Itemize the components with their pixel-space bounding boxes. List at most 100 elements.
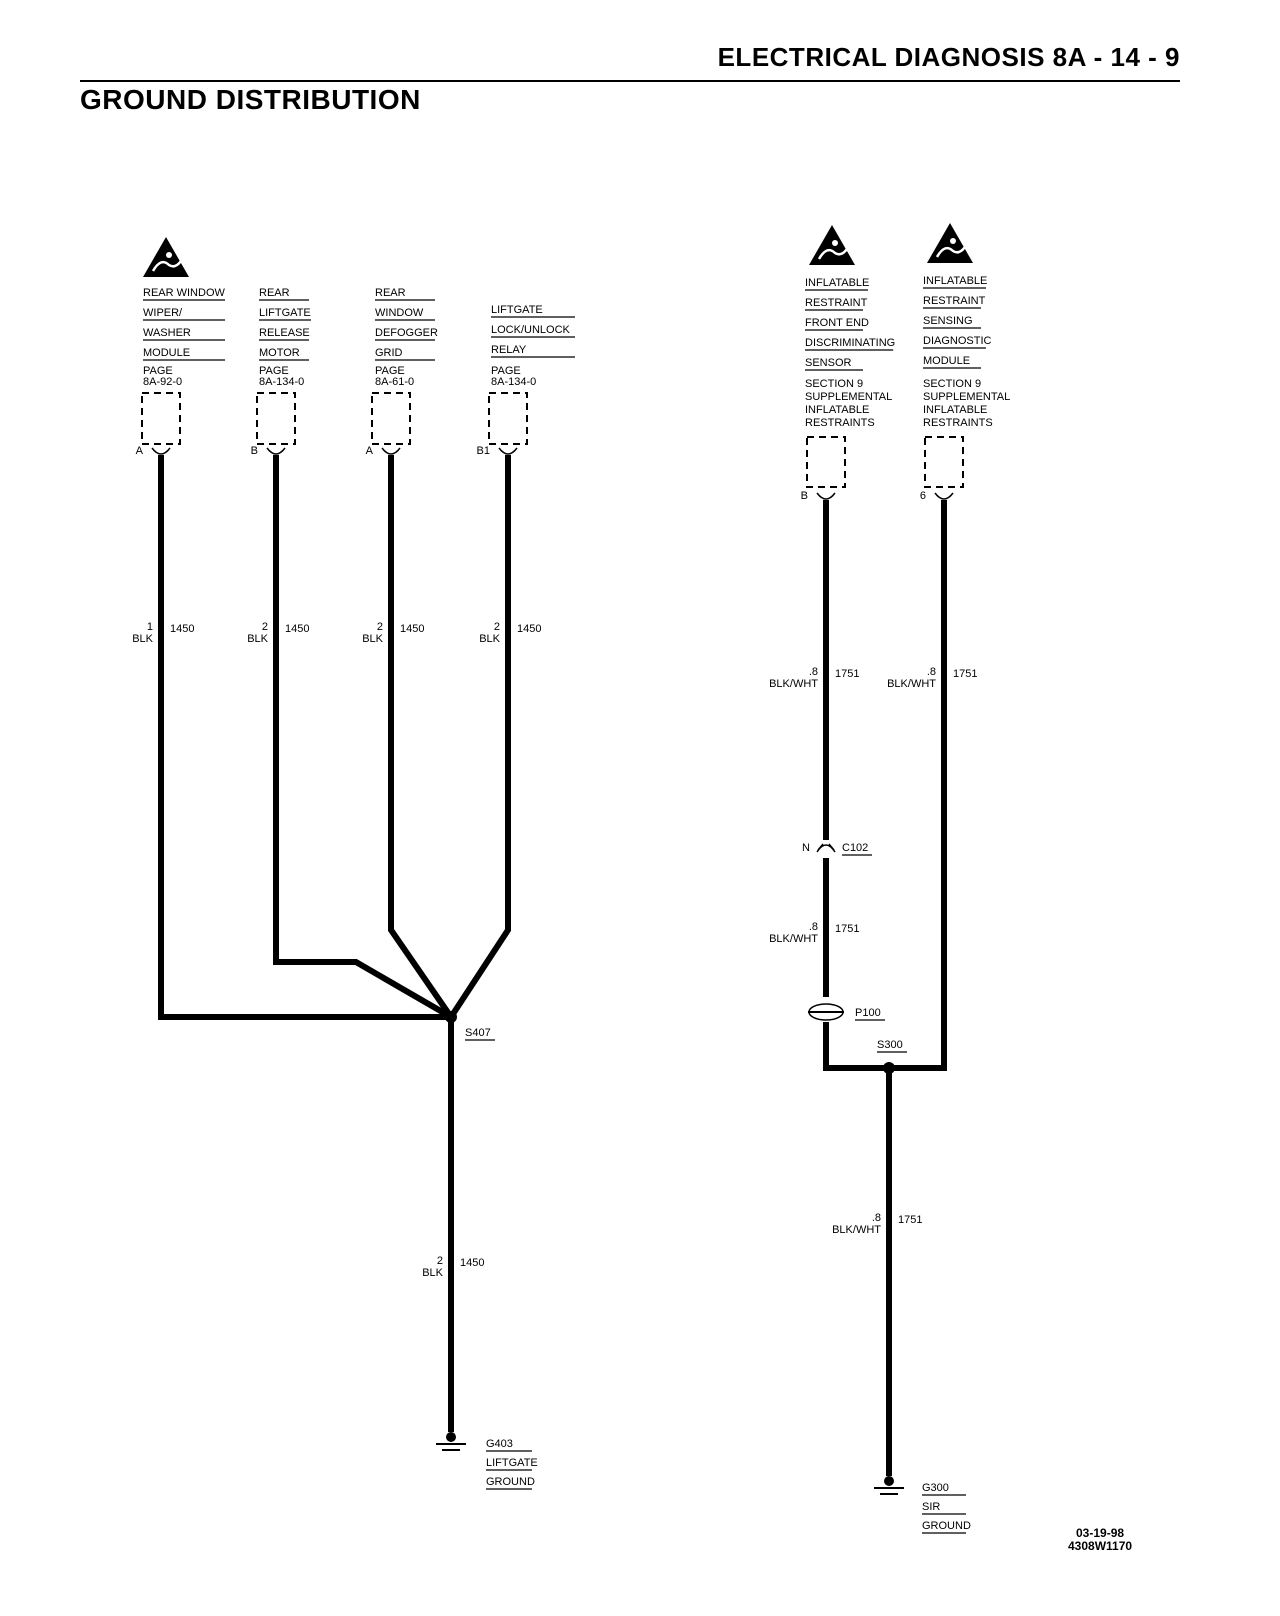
component-name-line: SENSOR — [805, 357, 852, 369]
connector-outline — [488, 392, 528, 445]
component-name-line: REAR — [375, 287, 406, 299]
pin-label: B — [801, 490, 808, 502]
ground-dot — [884, 1476, 894, 1486]
wire-label-color: BLK — [247, 633, 268, 645]
component-2: REARLIFTGATERELEASEMOTORPAGE8A-134-0B2BL… — [247, 287, 311, 645]
page-reference: 8A-134-0 — [259, 376, 304, 388]
pin-label: B — [251, 445, 258, 457]
component-name-line: DEFOGGER — [375, 327, 438, 339]
wire-label-gauge: 1 — [147, 621, 153, 633]
page-reference: PAGE — [375, 365, 405, 377]
wire-label-color: BLK — [132, 633, 153, 645]
ground-wire-label-color: BLK/WHT — [832, 1224, 881, 1236]
page-reference: 8A-92-0 — [143, 376, 182, 388]
wire-1450-d — [448, 455, 511, 1019]
component-name-line: RELEASE — [259, 327, 310, 339]
section-reference: SECTION 9 — [805, 378, 863, 390]
component-name-line: MODULE — [143, 347, 190, 359]
page-reference: PAGE — [143, 365, 173, 377]
ground-wire-label-gauge: .8 — [872, 1212, 881, 1224]
pin-label: A — [136, 445, 144, 457]
sir-component-2: INFLATABLERESTRAINTSENSINGDIAGNOSTICMODU… — [887, 223, 1010, 690]
left-circuit: REAR WINDOWWIPER/WASHERMODULEPAGE8A-92-0… — [132, 237, 575, 1490]
ground-g300-label: G300 — [922, 1482, 949, 1494]
component-name-line: WIPER/ — [143, 307, 183, 319]
c102-wire-label-circuit: 1751 — [835, 923, 859, 935]
wire-label-gauge: 2 — [262, 621, 268, 633]
component-3: REARWINDOWDEFOGGERGRIDPAGE8A-61-0A2BLK14… — [362, 287, 438, 645]
esd-hand — [817, 248, 848, 260]
connector-outline — [371, 392, 411, 445]
page-reference: PAGE — [259, 365, 289, 377]
ground-dot — [446, 1432, 456, 1442]
esd-warning-icon — [927, 223, 973, 263]
page-reference: 8A-134-0 — [491, 376, 536, 388]
wire-label-circuit: 1450 — [517, 623, 541, 635]
passthrough-p100-label: P100 — [855, 1007, 881, 1019]
esd-triangle — [927, 223, 973, 263]
section-title: GROUND DISTRIBUTION — [80, 84, 421, 115]
component-name-line: INFLATABLE — [923, 275, 987, 287]
esd-warning-icon — [143, 237, 189, 277]
page-reference: 8A-61-0 — [375, 376, 414, 388]
ground-wire-label-circuit: 1450 — [460, 1257, 484, 1269]
section-reference: SUPPLEMENTAL — [923, 391, 1010, 403]
c102-wire-label-color: BLK/WHT — [769, 933, 818, 945]
wire-label-color: BLK/WHT — [887, 678, 936, 690]
pin-cup — [266, 447, 286, 455]
ground-g403-label: LIFTGATE — [486, 1457, 538, 1469]
pin-cup — [381, 447, 401, 455]
section-reference: INFLATABLE — [923, 404, 987, 416]
wire-label-color: BLK — [479, 633, 500, 645]
esd-spark — [950, 238, 956, 244]
component-name-line: INFLATABLE — [805, 277, 869, 289]
ground-g403-label: GROUND — [486, 1476, 535, 1488]
splice-s300-label: S300 — [877, 1039, 903, 1051]
component-name-line: GRID — [375, 347, 403, 359]
esd-hand — [151, 260, 182, 272]
component-name-line: MOTOR — [259, 347, 300, 359]
wire-label-gauge: .8 — [809, 666, 818, 678]
footer-date: 03-19-98 — [1076, 1526, 1125, 1540]
section-reference: INFLATABLE — [805, 404, 869, 416]
wire-label-circuit: 1751 — [953, 668, 977, 680]
component-name-line: DISCRIMINATING — [805, 337, 895, 349]
wire-label-color: BLK/WHT — [769, 678, 818, 690]
connector-c102-pin: N — [802, 842, 810, 854]
component-name-line: MODULE — [923, 355, 970, 367]
section-reference: SUPPLEMENTAL — [805, 391, 892, 403]
component-name-line: REAR WINDOW — [143, 287, 226, 299]
esd-spark — [166, 252, 172, 258]
component-name-line: LIFTGATE — [491, 304, 543, 316]
wire-1450-b — [273, 455, 453, 1020]
section-reference: RESTRAINTS — [923, 417, 993, 429]
esd-warning-icon — [809, 225, 855, 265]
footer-code: 4308W1170 — [1068, 1539, 1133, 1553]
component-name-line: DIAGNOSTIC — [923, 335, 992, 347]
component-1: REAR WINDOWWIPER/WASHERMODULEPAGE8A-92-0… — [132, 287, 225, 645]
ground-wire-label-circuit: 1751 — [898, 1214, 922, 1226]
esd-hand — [935, 246, 966, 258]
component-4: LIFTGATELOCK/UNLOCKRELAYPAGE8A-134-0B12B… — [477, 304, 575, 645]
esd-triangle — [809, 225, 855, 265]
ground-g403-icon — [436, 1432, 466, 1451]
connector-outline — [256, 392, 296, 445]
c102-wire-label-gauge: .8 — [809, 921, 818, 933]
splice-s407-label: S407 — [465, 1027, 491, 1039]
pin-label: B1 — [477, 445, 490, 457]
wire-label-circuit: 1450 — [170, 623, 194, 635]
connector-outline — [806, 436, 846, 488]
component-name-line: RESTRAINT — [923, 295, 986, 307]
component-name-line: RESTRAINT — [805, 297, 868, 309]
ground-g403-label: G403 — [486, 1438, 513, 1450]
component-name-line: RELAY — [491, 344, 527, 356]
pin-cup — [934, 492, 954, 500]
section-reference: RESTRAINTS — [805, 417, 875, 429]
esd-spark — [832, 240, 838, 246]
wire-label-gauge: 2 — [377, 621, 383, 633]
pin-cup — [816, 492, 836, 500]
wire-label-gauge: .8 — [927, 666, 936, 678]
